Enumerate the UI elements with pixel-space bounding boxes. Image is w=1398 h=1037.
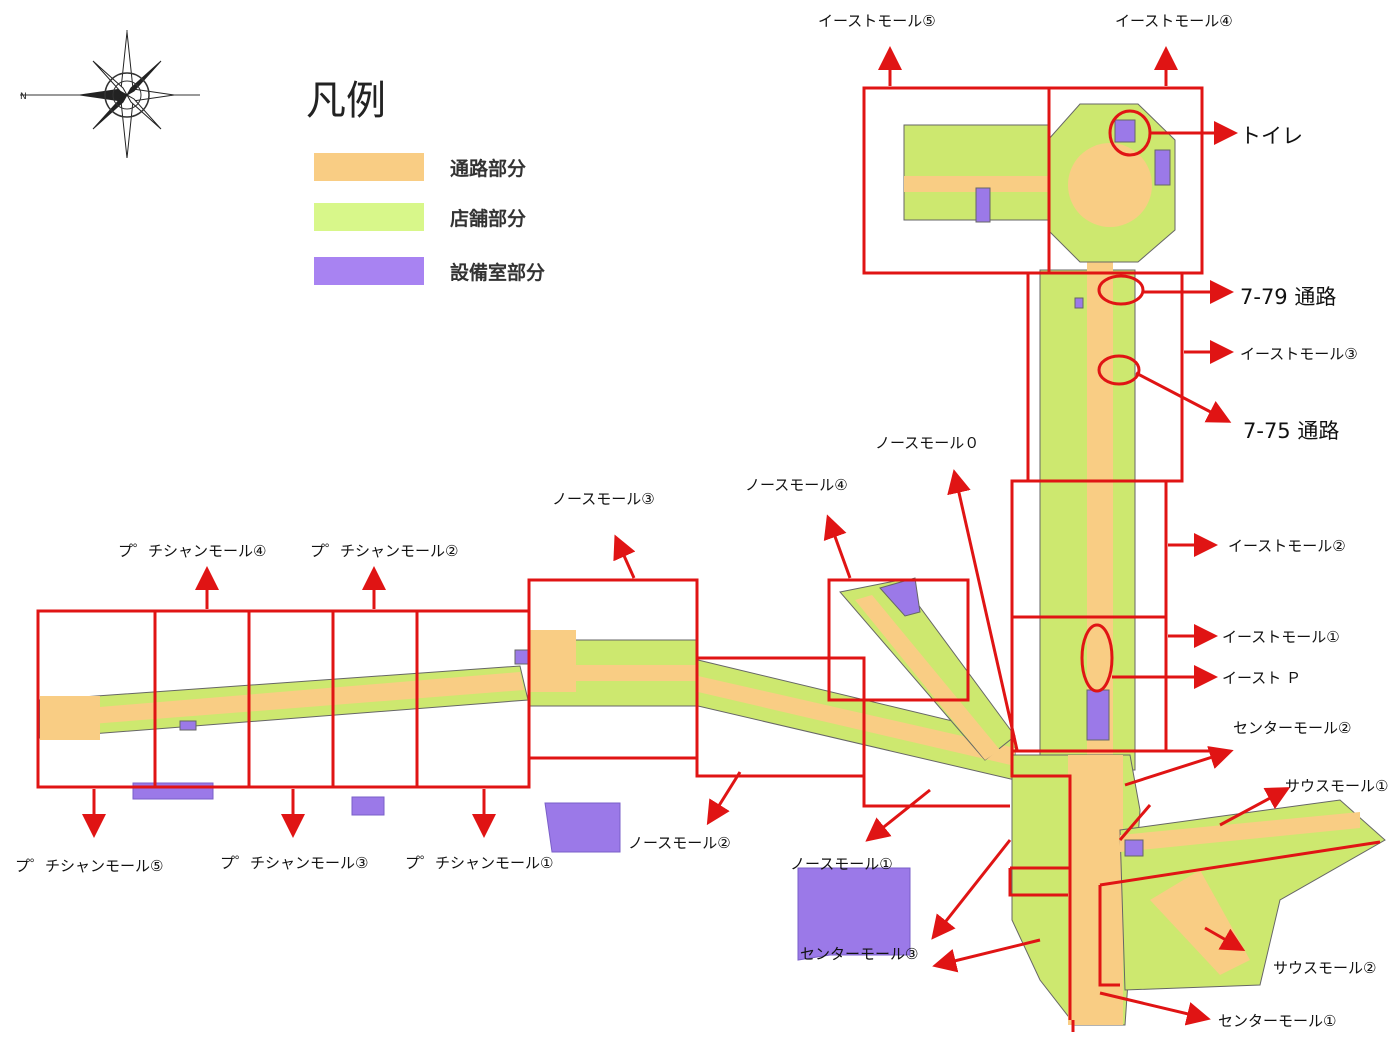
- label-east-mall-4: イーストモール④: [1115, 12, 1233, 30]
- label-petit-champ-5: プ゜チシャンモール⑤: [15, 857, 164, 875]
- legend-item-corridor: 通路部分: [314, 153, 526, 181]
- legend-title: 凡例: [306, 78, 386, 124]
- label-north-mall-1: ノースモール①: [790, 855, 893, 873]
- label-east-mall-3: イーストモール③: [1240, 345, 1358, 363]
- section-arrows: [82, 46, 1291, 1026]
- legend-label-equipment: 設備室部分: [450, 261, 546, 284]
- compass-north-label: N: [20, 92, 27, 102]
- label-south-mall-1: サウスモール①: [1285, 777, 1389, 795]
- passage-7-79-marker: [1097, 274, 1145, 306]
- passage-7-75-marker: [1097, 354, 1141, 386]
- label-north-mall-4: ノースモール④: [745, 476, 848, 494]
- legend-item-shop: 店舗部分: [314, 203, 526, 231]
- floor-plan: [39, 103, 1386, 1026]
- label-east-mall-5: イーストモール⑤: [818, 12, 936, 30]
- label-center-mall-1: センターモール①: [1218, 1012, 1337, 1030]
- label-center-mall-3: センターモール③: [800, 945, 919, 963]
- section-frames: [36, 86, 1381, 1020]
- label-petit-champ-1: プ゜チシャンモール①: [405, 854, 554, 872]
- label-passage-7-79: 7-79 通路: [1240, 285, 1337, 309]
- east-p-marker: [1080, 623, 1114, 693]
- label-center-mall-2: センターモール②: [1233, 719, 1352, 737]
- label-south-mall-2: サウスモール②: [1273, 959, 1377, 977]
- legend-label-corridor: 通路部分: [450, 157, 527, 180]
- legend-label-shop: 店舗部分: [450, 207, 527, 230]
- legend-swatch-equipment: [314, 257, 424, 285]
- label-east-mall-1: イーストモール①: [1222, 628, 1340, 646]
- label-north-mall-0: ノースモール０: [875, 434, 980, 452]
- label-north-mall-3: ノースモール③: [552, 490, 655, 508]
- label-petit-champ-4: プ゜チシャンモール④: [118, 542, 267, 560]
- label-east-mall-2: イーストモール②: [1228, 537, 1346, 555]
- label-north-mall-2: ノースモール②: [628, 834, 731, 852]
- legend-item-equipment: 設備室部分: [314, 257, 545, 285]
- label-petit-champ-3: プ゜チシャンモール③: [220, 854, 369, 872]
- label-east-p: イースト Ｐ: [1222, 669, 1302, 687]
- legend-swatch-corridor: [314, 153, 424, 181]
- compass-rose-icon: N: [20, 30, 200, 159]
- label-petit-champ-2: プ゜チシャンモール②: [310, 542, 459, 560]
- legend-swatch-shop: [314, 203, 424, 231]
- label-toilet: トイレ: [1240, 124, 1303, 148]
- label-passage-7-75: 7-75 通路: [1243, 419, 1340, 443]
